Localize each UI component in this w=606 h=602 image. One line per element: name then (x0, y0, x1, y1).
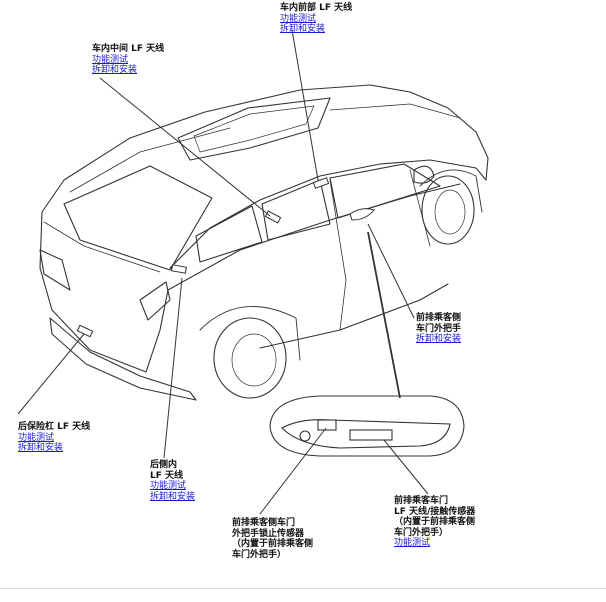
callout-line: 前排乘客车门 (394, 496, 449, 506)
callout-rear-interior-antenna: 后侧内 LF 天线 功能测试 拆卸和安装 (150, 460, 195, 502)
callout-title: 车内前部 LF 天线 (280, 3, 353, 13)
callout-line: LF 天线/接触传感器 (394, 506, 476, 517)
callout-title: 后保险杠 LF 天线 (18, 422, 91, 432)
leader-handle-to-detail (367, 231, 401, 399)
rear-bumper (49, 317, 197, 401)
front-interior-antenna-marker (312, 177, 330, 189)
leader-lock-sensor (259, 427, 327, 515)
function-test-link[interactable]: 功能测试 (92, 54, 129, 65)
removal-installation-link[interactable]: 拆卸和安装 (18, 443, 64, 453)
door-seam (329, 179, 347, 331)
tail-lamp-right (139, 281, 171, 321)
rear-window (63, 165, 213, 271)
removal-installation-link[interactable]: 拆卸和安装 (416, 334, 462, 344)
lock-sensor-element (317, 419, 337, 431)
front-door-handle-marker (349, 208, 375, 221)
callout-line: 车门外把手） (394, 527, 449, 538)
callout-lf-antenna-touch-sensor: 前排乘客车门 LF 天线/接触传感器 （内置于前排乘客侧 车门外把手） 功能测试 (394, 496, 475, 549)
callout-line: 外把手锁止传感器 (232, 528, 305, 539)
function-test-link[interactable]: 功能测试 (150, 481, 187, 491)
function-test-link[interactable]: 功能测试 (394, 538, 431, 548)
door-seam (409, 169, 431, 247)
middle-side-window (261, 179, 331, 241)
callout-title: 前排乘客侧 (416, 313, 462, 323)
rear-bumper-antenna-marker (76, 324, 94, 338)
rear-spoiler (43, 221, 161, 273)
leader-middle-interior (99, 77, 271, 217)
callout-rear-bumper-antenna: 后保险杠 LF 天线 功能测试 拆卸和安装 (18, 422, 90, 454)
callout-title: LF 天线 (150, 470, 184, 481)
callout-middle-interior-antenna: 车内中间 LF 天线 功能测试 拆卸和安装 (92, 44, 164, 76)
leader-rear-interior (163, 277, 183, 459)
front-wheel-arch (419, 169, 483, 213)
callout-front-passenger-door-handle: 前排乘客侧 车门外把手 拆卸和安装 (416, 313, 461, 345)
door-handle-detail (269, 395, 465, 457)
callout-line: 车门外把手） (232, 549, 287, 560)
leader-front-interior (291, 29, 319, 181)
tail-lamp-left (39, 249, 71, 291)
leader-rear-bumper (17, 333, 85, 415)
rear-wheel-arch (199, 306, 301, 361)
function-test-link[interactable]: 功能测试 (18, 432, 55, 443)
callout-line: （内置于前排乘客侧 (232, 539, 314, 549)
callout-title: 后侧内 (150, 460, 178, 470)
rear-wheel-hub (231, 333, 277, 387)
sunroof-outline (177, 97, 331, 161)
callout-line: （内置于前排乘客侧 (394, 517, 476, 527)
rear-interior-antenna-marker (171, 264, 187, 274)
side-mirror (413, 165, 435, 184)
callout-line: 前排乘客侧车门 (232, 518, 296, 528)
roof-rail (69, 127, 231, 193)
callout-door-handle-lock-sensor: 前排乘客侧车门 外把手锁止传感器 （内置于前排乘客侧 车门外把手） (232, 518, 313, 560)
removal-installation-link[interactable]: 拆卸和安装 (150, 491, 196, 502)
handle-key-cylinder (299, 430, 311, 442)
front-wheel-hub (434, 189, 466, 235)
removal-installation-link[interactable]: 拆卸和安装 (92, 65, 138, 75)
sunroof-glass (193, 105, 315, 153)
function-test-link[interactable]: 功能测试 (280, 13, 317, 24)
bottom-divider (0, 588, 606, 589)
rear-side-window (195, 205, 263, 263)
callout-title: 车门外把手 (416, 323, 462, 334)
leader-touch-sensor (383, 439, 429, 495)
car-roof-outline (41, 84, 489, 213)
front-wheel (421, 175, 475, 245)
front-side-window (329, 163, 441, 219)
rocker-panel (259, 283, 449, 349)
removal-installation-link[interactable]: 拆卸和安装 (280, 24, 326, 34)
car-body-side (169, 159, 487, 269)
tailgate (39, 211, 169, 373)
rear-wheel (213, 317, 287, 399)
callout-title: 车内中间 LF 天线 (92, 44, 165, 54)
callout-front-interior-antenna: 车内前部 LF 天线 功能测试 拆卸和安装 (280, 3, 352, 35)
car-beltline (167, 183, 461, 291)
roof-rail (329, 103, 461, 119)
touch-sensor-element (349, 429, 393, 441)
middle-interior-antenna-marker (264, 210, 282, 224)
leader-front-handle (367, 223, 415, 319)
door-handle-body (281, 419, 451, 449)
